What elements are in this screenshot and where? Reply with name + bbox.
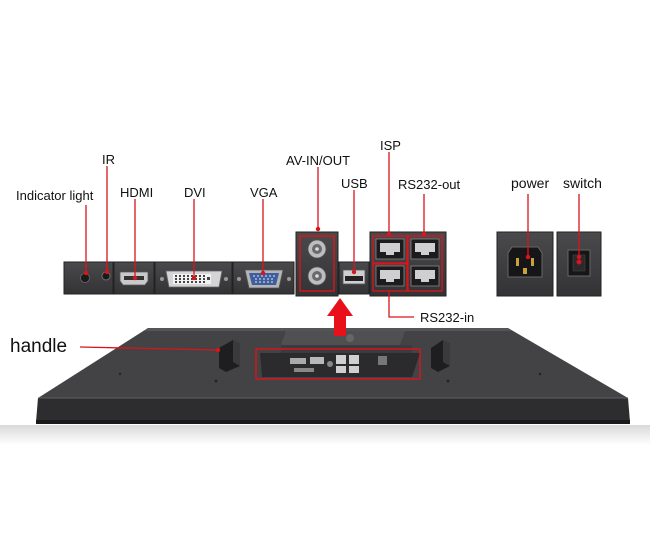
rj45-port-icon (411, 239, 439, 259)
rear-io-box (260, 331, 420, 377)
av-panel (296, 232, 338, 296)
rj45-port-icon (411, 266, 439, 286)
label-rs232-out: RS232-out (398, 178, 460, 191)
label-indicator-light: Indicator light (16, 189, 93, 202)
rj45-port-icon (376, 266, 404, 286)
rj45-port-icon (376, 239, 404, 259)
label-isp: ISP (380, 139, 401, 152)
indicator-ir-panel (64, 262, 113, 294)
label-rs232-in: RS232-in (420, 311, 474, 324)
monitor-front-edge (36, 398, 630, 422)
label-dvi: DVI (184, 186, 206, 199)
label-handle: handle (10, 337, 67, 356)
label-power: power (511, 176, 549, 190)
label-hdmi: HDMI (120, 186, 153, 199)
label-usb: USB (341, 177, 368, 190)
label-vga: VGA (250, 186, 277, 199)
power-panel (497, 232, 553, 296)
label-ir: IR (102, 153, 115, 166)
label-av-in-out: AV-IN/OUT (286, 154, 350, 167)
floor-shadow (0, 425, 650, 445)
rj45-panel (370, 232, 446, 296)
label-switch: switch (563, 176, 602, 190)
